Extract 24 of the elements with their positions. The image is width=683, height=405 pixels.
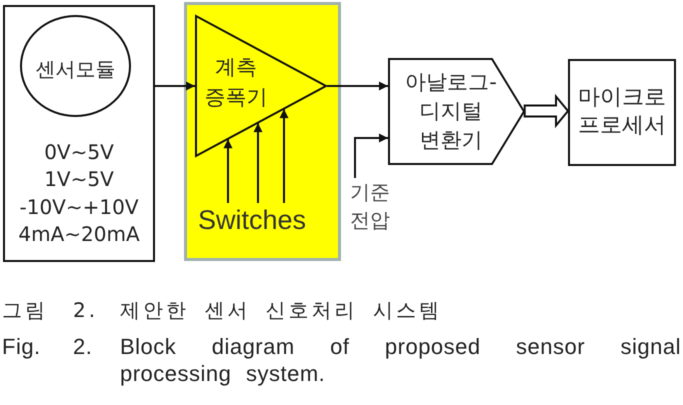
- amplifier-label: 계측 증폭기: [204, 54, 268, 111]
- range-label: -10V~+10V: [18, 194, 140, 221]
- converter-label: 아날로그-디지털 변환기: [404, 69, 498, 154]
- figure-caption: Fig. 2. Block diagram of proposed sensor signal processing system.: [2, 333, 681, 387]
- arrow: [254, 123, 262, 203]
- module-label: 센서모듈: [34, 56, 116, 83]
- figure-caption: 그림 2. 제안한 센서 신호처리 시스템: [2, 297, 444, 323]
- reference-voltage-label: 기준 전압: [346, 178, 394, 234]
- amplifier-triangle: [195, 15, 327, 157]
- range-label: 0V~5V: [43, 139, 115, 166]
- processor-box: [568, 59, 676, 166]
- arrow: [155, 82, 195, 90]
- arrow: [224, 139, 232, 203]
- processor-label: 마이크로프로세서: [577, 84, 667, 140]
- range-label: 4mA~20mA: [17, 221, 141, 248]
- switches-label: Switches: [198, 203, 314, 237]
- arrow: [327, 82, 388, 90]
- converter-block: [388, 58, 525, 165]
- highlight-panel: [184, 2, 341, 261]
- arrow: [280, 109, 288, 203]
- range-label: 1V~5V: [43, 166, 115, 193]
- block-arrow: [524, 94, 570, 128]
- sensor-box: [3, 5, 155, 262]
- arrow: [354, 134, 388, 178]
